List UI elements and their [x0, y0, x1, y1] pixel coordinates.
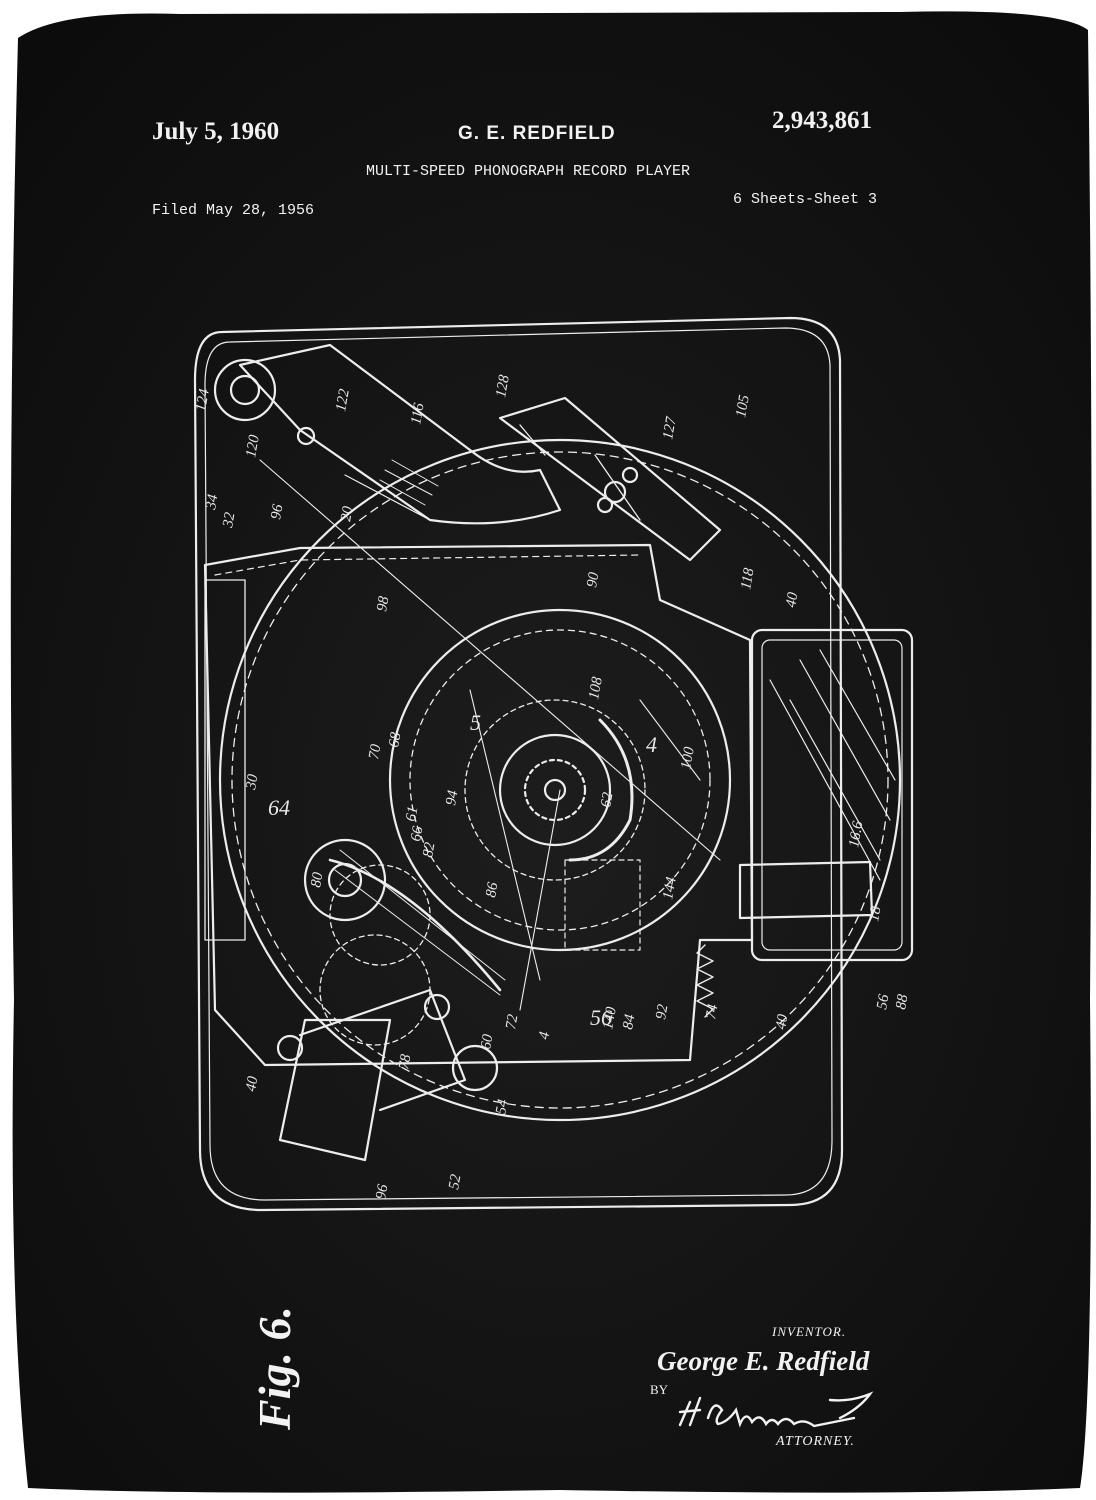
reference-numeral: 140	[600, 1005, 620, 1030]
reference-numeral: 68	[386, 731, 404, 749]
reference-numeral: 128	[493, 373, 513, 398]
patent-date: July 5, 1960	[152, 118, 280, 145]
attorney-signature	[678, 1391, 874, 1428]
figure-label: Fig. 6.	[249, 1306, 300, 1430]
reference-numeral: 40	[783, 591, 801, 609]
reference-numeral: 86	[483, 881, 501, 899]
reference-numeral: 124	[193, 387, 213, 412]
reference-numeral: 105	[733, 393, 753, 418]
reference-numeral: 18	[866, 905, 884, 923]
reference-numeral: 66	[408, 825, 426, 843]
attorney-label: ATTORNEY.	[776, 1434, 855, 1449]
inventor-header: G. E. REDFIELD	[458, 123, 616, 144]
reference-numeral: 74	[703, 1003, 721, 1021]
reference-numeral: 4	[646, 732, 657, 757]
reference-numeral: 4	[536, 1030, 553, 1041]
reference-numerals: 124 122 116 128 127 105 120 34 32 96 20 …	[193, 373, 911, 1200]
reference-numeral: 90	[584, 571, 602, 589]
reference-numeral: 116	[408, 401, 428, 425]
reference-numeral: 82	[420, 841, 438, 859]
reference-numeral: 80	[308, 871, 326, 889]
reference-numeral: 120	[243, 433, 263, 458]
reference-numeral: 118	[738, 566, 758, 590]
reference-numeral: 16.6	[846, 820, 866, 849]
reference-numeral: 56	[874, 993, 892, 1011]
reference-numeral: 56	[590, 1005, 612, 1030]
reference-numeral: 54	[493, 1098, 511, 1116]
reference-numeral: 62	[598, 791, 616, 809]
reference-numeral: 72	[503, 1013, 521, 1031]
svg-text:40: 40	[773, 1013, 791, 1031]
reference-numeral: 5	[470, 710, 481, 735]
reference-numeral: 108	[586, 675, 606, 700]
patent-title: MULTI-SPEED PHONOGRAPH RECORD PLAYER	[366, 163, 691, 180]
inventor-label: INVENTOR.	[772, 1324, 847, 1339]
reference-numeral: 52	[446, 1173, 464, 1191]
reference-numeral: 88	[893, 993, 911, 1011]
reference-numeral: 64	[268, 795, 290, 820]
reference-numeral: 122	[333, 387, 353, 412]
sheet-count: 6 Sheets-Sheet 3	[733, 191, 878, 208]
reference-numeral: 70	[366, 743, 384, 761]
reference-numeral: 60	[478, 1033, 496, 1051]
patent-number: 2,943,861	[772, 107, 872, 134]
fabric-background	[10, 11, 1092, 1493]
reference-numeral: 96	[373, 1183, 391, 1201]
inventor-name: George E. Redfield	[657, 1346, 870, 1376]
patent-drawing	[193, 316, 914, 1212]
reference-numeral: 98	[374, 595, 392, 613]
reference-numeral: 84	[620, 1013, 638, 1031]
reference-numeral: 40	[243, 1075, 261, 1093]
reference-numeral: 100	[678, 745, 698, 770]
reference-numeral: 30	[243, 773, 262, 792]
reference-numeral: 127	[660, 414, 680, 440]
reference-numeral: 92	[653, 1003, 671, 1021]
reference-numeral: 144	[660, 875, 680, 900]
by-label: BY	[650, 1382, 669, 1397]
reference-numeral: 96	[268, 503, 286, 521]
reference-numeral: 34	[203, 493, 222, 512]
reference-numeral: 78	[396, 1053, 414, 1071]
reference-numeral: 32	[220, 511, 239, 530]
reference-numeral: 20	[338, 505, 356, 523]
reference-numeral: 94	[443, 789, 461, 807]
filed-date: Filed May 28, 1956	[152, 202, 315, 219]
reference-numeral: 61	[403, 805, 421, 823]
